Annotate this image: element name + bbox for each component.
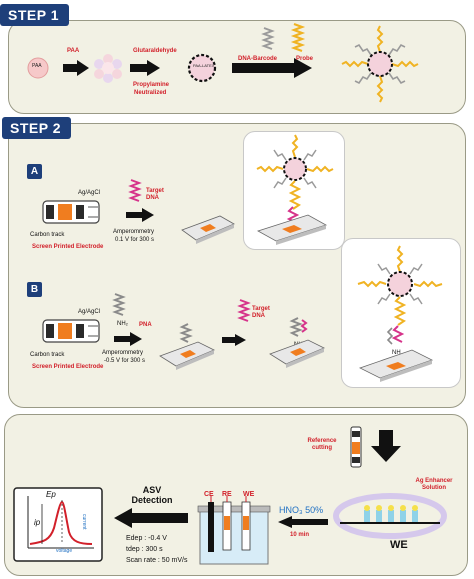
voltage-axis-label: voltage [56,548,73,554]
current-axis-label: current [81,514,87,530]
panel-b-letter: B [27,282,42,297]
down-arrow-icon [371,430,401,462]
panel-b-pna-label: PNA [139,322,152,328]
paa-latex-icon [187,53,217,83]
step2-badge: STEP 2 [2,117,71,139]
panel-b-carbon-track: Carbon track [30,352,65,358]
edep-label: Edep : -0.4 V [126,535,167,542]
panel-a-method: Amperommetry [113,229,155,235]
ag-enhancer-bath-icon [333,493,447,539]
panel-b-target-strand-icon [237,299,251,322]
panel-b-target-dna: Target DNA [252,306,270,319]
asv-detection-label: ASV Detection [131,485,173,506]
we-cell-label: WE [243,491,255,498]
svg-text:NH: NH [392,350,401,356]
ce-label: CE [204,491,214,498]
panel-a-conditions: 0.1 V for 300 s [115,237,155,243]
panel-a-result-assembly-icon [256,134,334,245]
panel-b-conditions: -0.5 V for 300 s [104,358,146,364]
paa-particle-icon [27,57,49,79]
probe-label: Probe [296,56,314,62]
panel-b-pna-strand-icon [112,293,126,316]
panel-b-electrode-hybrid-icon: NH [269,317,325,368]
electrochemical-cell-icon [197,496,271,565]
panel-a-arrow [126,208,154,222]
scan-rate-label: Scan rate : 50 mV/s [126,557,188,564]
we-bath-label: WE [390,539,408,551]
panel-a-spe-icon [42,200,100,224]
propylamine-label: Propylamine [133,82,170,88]
step1-badge: STEP 1 [0,4,69,26]
paa-particle-text: PAA [32,63,42,69]
ip-label: ip [34,518,41,527]
step1-arrow-3 [232,58,312,78]
voltammogram-icon [13,487,103,562]
panel-b-nh2-label: NH₂ [117,321,128,327]
paa-latex-text: PAA-LATEX [193,63,215,68]
time-label: 10 min [290,532,310,538]
paa-label: PAA [67,48,80,54]
dna-barcode-label: DNA-Barcode [238,56,278,62]
panel-b-method: Amperommetry [102,350,144,356]
panel-a-target-strand-icon [128,179,142,202]
panel-a-target-dna: Target DNA [146,188,164,201]
reference-cutting-label: Reference cutting [307,438,337,451]
panel-b-spe-label: Screen Printed Electrode [32,364,104,370]
probe-strand-icon [290,22,306,53]
hno3-label: HNO₃ 50% [279,505,324,515]
panel-b-arrow-2 [222,334,246,346]
panel-b-result-assembly-icon: NH [357,245,443,382]
panel-a-ag-agcl: Ag/AgCl [78,190,101,196]
neutralized-label: Neutralized [134,90,167,96]
panel-b-ag-agcl: Ag/AgCl [78,309,101,315]
ep-label: Ep [46,490,56,499]
functionalized-particle-icon [341,25,419,103]
panel-a-letter: A [27,164,42,179]
step1-arrow-1 [63,60,89,76]
hno3-arrow [278,516,328,528]
glutaraldehyde-label: Glutaraldehyde [133,48,177,54]
ag-enhancer-label: Ag Enhancer Solution [415,478,453,491]
cut-electrode-icon [350,426,362,468]
asv-arrow [114,508,188,528]
barcode-strand-icon [261,27,275,50]
panel-b-electrode-pna-icon: NH [159,323,215,370]
tdep-label: tdep : 300 s [126,546,163,553]
re-label: RE [222,491,232,498]
panel-b-spe-icon [42,319,100,343]
panel-a-electrode-3d-icon [181,215,235,244]
panel-b-arrow [114,332,142,346]
panel-a-carbon-track: Carbon track [30,232,65,238]
step1-arrow-2 [130,60,160,76]
paa-cluster-icon [94,54,122,83]
panel-a-spe-label: Screen Printed Electrode [32,244,104,250]
